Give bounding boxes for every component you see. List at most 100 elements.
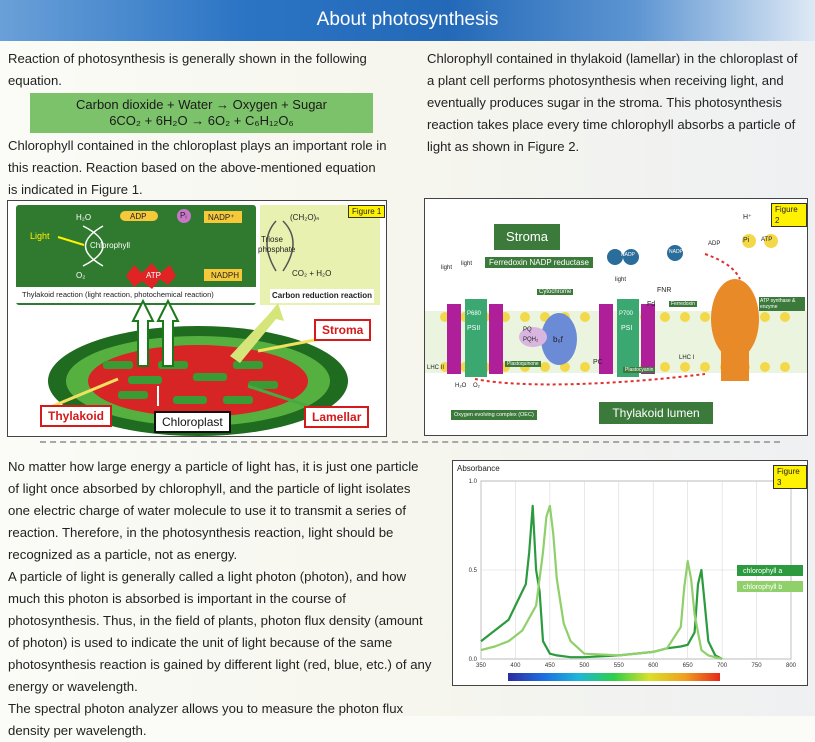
bottom-line: of light once absorbed by chlorophyll, a… — [8, 481, 411, 496]
psi-label: PSI — [621, 325, 633, 332]
o2-label: O₂ — [76, 271, 86, 280]
x-tick-label: 400 — [510, 663, 521, 669]
bottom-line: No matter how large energy a particle of… — [8, 459, 419, 474]
light-b-label: light — [461, 261, 473, 267]
figure-1: Figure 1 H₂O ADP Pᵢ NADP⁺ Light Chloroph… — [7, 200, 387, 437]
lumen-label: Thylakoid lumen — [599, 402, 713, 424]
ferredoxin-reductase-label: Ferredoxin NADP reductase — [485, 257, 593, 268]
fd-label: Fd — [647, 301, 656, 308]
p700-label: P700 — [619, 311, 634, 317]
pc-label: PC — [593, 359, 603, 366]
series-line-chlorophyll-b — [480, 504, 723, 661]
triose-label: Triose — [261, 235, 283, 244]
x-tick-label: 600 — [648, 663, 659, 669]
lhcii-label: LHC II — [427, 365, 445, 371]
bottom-line: A particle of light is generally called … — [8, 569, 407, 584]
phosphate-label: phosphate — [258, 245, 296, 254]
page-title: About photosynthesis — [316, 9, 499, 30]
intro-line: equation. — [8, 73, 62, 88]
plastocyanin-label: Plastocyanin — [623, 367, 656, 373]
lamellar-label: Lamellar — [304, 406, 370, 428]
lhci-label: LHC I — [679, 355, 695, 361]
x-tick-label: 550 — [614, 663, 625, 669]
bottom-line: much this photon is absorbed is importan… — [8, 591, 346, 606]
atp-label-2: ATP — [761, 237, 773, 243]
x-tick-label: 350 — [476, 663, 487, 669]
intro-text: Reaction of photosynthesis is generally … — [8, 48, 367, 92]
chloroplast-label: Chloroplast — [154, 411, 231, 433]
intro-line: Reaction of photosynthesis is generally … — [8, 51, 367, 66]
x-tick-label: 450 — [545, 663, 556, 669]
figure-1-tag: Figure 1 — [348, 205, 386, 218]
nadph-label: NADPH — [211, 271, 240, 280]
chlorophyll-label: Chlorophyll — [90, 241, 131, 250]
h2o-label-2: H₂O — [455, 383, 467, 389]
wavelength-spectrum-bar — [508, 673, 720, 681]
x-tick-label: 650 — [683, 663, 694, 669]
equation-formula: 6CO₂ + 6H₂O → 6O₂ + C₆H₁₂O₆ — [109, 113, 294, 128]
series-line-chlorophyll-a — [480, 504, 723, 660]
b6f-label: b₆f — [553, 335, 563, 344]
thylakoid-label: Thylakoid — [40, 405, 113, 427]
y-tick-label: 1.0 — [469, 479, 478, 485]
figure-3-tag: Figure 3 — [773, 465, 807, 489]
bottom-line: The spectral photon analyzer allows you … — [8, 701, 404, 716]
light-c-label: light — [615, 277, 627, 283]
pi-label-2: Pi — [743, 237, 750, 244]
right-text: Chlorophyll contained in thylakoid (lame… — [427, 48, 797, 158]
atp-label: ATP — [146, 271, 161, 280]
legend-swatch — [737, 581, 803, 592]
thylakoid-reaction-label: Thylakoid reaction (light reaction, phot… — [22, 290, 214, 299]
bottom-line: density per wavelength. — [8, 723, 147, 738]
nadp-label: NADP — [621, 252, 635, 258]
bottom-line: energy or wavelength. — [8, 679, 138, 694]
legend-label: chlorophyll a — [743, 568, 782, 575]
figure-1-drawing — [16, 205, 380, 436]
fnr-label: FNR — [657, 287, 672, 294]
figure-2: Figure 2 Stroma Ferredoxin NADP reductas… — [424, 198, 808, 436]
nadph-label: NADPH — [669, 249, 687, 255]
title-bar — [0, 0, 815, 41]
right-line: reaction takes place every time chloroph… — [427, 117, 796, 132]
bottom-line: one electric charge of water molecule to… — [8, 503, 407, 518]
psii-label: PSII — [467, 325, 481, 332]
right-line: Chlorophyll contained in thylakoid (lame… — [427, 51, 798, 66]
co2-h2o-label: CO₂ + H₂O — [292, 269, 332, 278]
bottom-line: photosynthesis reaction is gained by dif… — [8, 657, 432, 672]
light-a-label: light — [441, 265, 453, 271]
h2o-label: H₂O — [76, 213, 92, 222]
hplus-label: H⁺ — [743, 214, 752, 221]
o2-label-2: O₂ — [473, 383, 480, 389]
equation-box: Carbon dioxide + Water → Oxygen + Sugar … — [30, 93, 373, 133]
right-line: light as shown in Figure 2. — [427, 139, 580, 154]
chlorophyll-line: is indicated in Figure 1. — [8, 182, 143, 197]
equation-words: Carbon dioxide + Water → Oxygen + Sugar — [76, 97, 327, 112]
x-tick-label: 500 — [579, 663, 590, 669]
legend-label: chlorophyll b — [743, 584, 782, 591]
pq-label: PQ — [523, 327, 532, 333]
carbon-reduction-label: Carbon reduction reaction — [272, 291, 373, 300]
bottom-line: of photon) is used to indicate the unit … — [8, 635, 393, 650]
ch2o-label: (CH₂O)ₙ — [290, 213, 320, 222]
fig2-stroma-label: Stroma — [494, 224, 560, 250]
bottom-line: recognized as a particle, not as energy. — [8, 547, 238, 562]
bottom-line: photosynthesis. Thus, in the field of pl… — [8, 613, 423, 628]
light-label: Light — [30, 231, 50, 241]
nadp-plus-label: NADP⁺ — [208, 213, 235, 222]
right-line: eventually produces sugar in the stroma.… — [427, 95, 782, 110]
ferredoxin-label: Ferredoxin — [669, 301, 697, 307]
chlorophyll-line: Chlorophyll contained in the chloroplast… — [8, 138, 387, 153]
right-line: a plant cell performs photosynthesis whe… — [427, 73, 784, 88]
y-tick-label: 0.5 — [469, 568, 478, 574]
figure-2-tag: Figure 2 — [771, 203, 807, 227]
x-tick-label: 750 — [752, 663, 763, 669]
figure-2-drawing — [425, 234, 807, 386]
x-tick-label: 800 — [786, 663, 797, 669]
section-divider — [40, 441, 780, 443]
pi-label: Pᵢ — [180, 211, 187, 220]
oec-label: Oxygen evolving complex (OEC) — [451, 410, 537, 420]
p680-label: P680 — [467, 311, 482, 317]
atp-synthase-label: ATP synthase & enzyme — [759, 297, 805, 311]
